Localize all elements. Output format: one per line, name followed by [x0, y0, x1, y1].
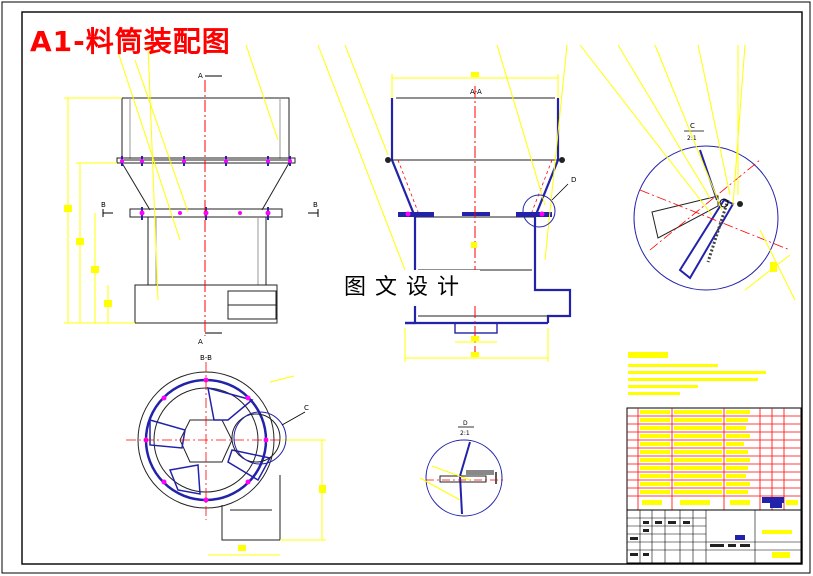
- section-a-markers: [205, 75, 222, 334]
- section-b-right-label: B: [313, 201, 318, 209]
- detail-d-leader: [551, 183, 569, 201]
- section-b-left-label: B: [101, 201, 106, 209]
- drawing-title: A1-料筒装配图: [30, 25, 231, 58]
- view-bb-label: B-B: [200, 354, 212, 362]
- front-view-dimensions: [64, 97, 135, 324]
- section-aa-leaders: [317, 44, 568, 271]
- detail-c-callout-label: C: [304, 404, 309, 412]
- watermark-text: 图文设计: [332, 270, 480, 306]
- detail-c-label: C: [690, 122, 695, 130]
- parts-list: [626, 407, 802, 511]
- section-bb-centerlines: [126, 362, 286, 520]
- title-block: [626, 509, 802, 564]
- section-bb-dimensions: [208, 375, 326, 556]
- detail-c-callout-leader: [281, 411, 306, 426]
- section-bb-dimension-tag-1: [319, 485, 326, 493]
- section-a-top-label: A: [198, 72, 203, 80]
- front-view-dimension-tags: [64, 205, 112, 307]
- detail-c-leaders: [579, 44, 796, 301]
- detail-d-callout-circle: [522, 194, 556, 228]
- section-bb-bolts: [143, 377, 269, 503]
- detail-c-dimension-tag: [770, 262, 777, 272]
- section-b-markers: [102, 209, 319, 217]
- detail-c-view: [633, 145, 791, 291]
- detail-d-label: D: [463, 420, 468, 427]
- section-a-bottom-label: A: [198, 338, 203, 346]
- detail-d-leaders: [419, 465, 471, 501]
- view-aa-label: A-A: [470, 88, 482, 96]
- sheet-inner-border: [21, 11, 803, 565]
- detail-d-callout-label: D: [571, 176, 576, 184]
- technical-requirements: [628, 352, 766, 395]
- section-aa-dimensions: [391, 74, 559, 362]
- front-view-bolts: [121, 156, 291, 220]
- section-bb-dimension-tag-2: [238, 545, 246, 551]
- detail-c-scale: 2:1: [687, 135, 697, 142]
- detail-c-callout-circle: [233, 411, 287, 465]
- front-view-leaders: [117, 44, 279, 301]
- detail-d-scale: 2:1: [460, 430, 470, 437]
- section-bb-view: [137, 371, 281, 541]
